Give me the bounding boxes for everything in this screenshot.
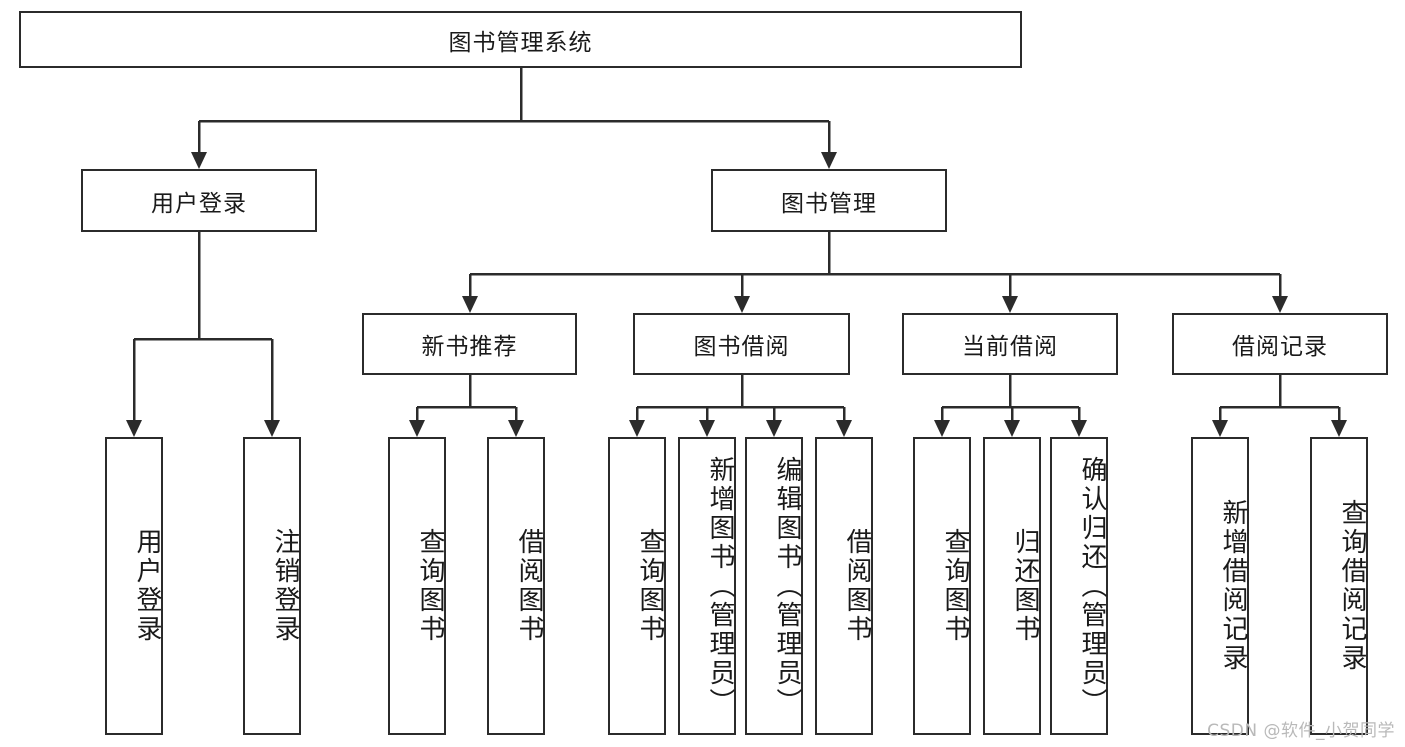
node-label: 查询图书 [940, 528, 970, 644]
node-label: 归还图书 [1010, 528, 1040, 644]
arrowhead-leaf-query-book-2 [629, 420, 645, 437]
arrowhead-leaf-query-book-3 [934, 420, 950, 437]
node-leaf-add-record[interactable]: 新增借阅记录 [1191, 437, 1249, 735]
arrowhead-leaf-user-login [126, 420, 142, 437]
node-leaf-query-book-2[interactable]: 查询图书 [608, 437, 666, 735]
node-book-manage[interactable]: 图书管理 [711, 169, 947, 232]
arrowhead-leaf-logout [264, 420, 280, 437]
node-label: 图书管理系统 [448, 29, 593, 56]
arrowhead-leaf-return-book [1004, 420, 1020, 437]
node-root[interactable]: 图书管理系统 [19, 11, 1022, 68]
node-label: 注销登录 [270, 528, 300, 644]
node-label: 新增借阅记录 [1218, 499, 1248, 673]
node-leaf-confirm-return[interactable]: 确认归还（管理员） [1050, 437, 1108, 735]
arrowhead-leaf-confirm-return [1071, 420, 1087, 437]
node-label: 图书管理 [781, 190, 877, 217]
node-leaf-borrow-book-2[interactable]: 借阅图书 [815, 437, 873, 735]
arrowhead-leaf-edit-book [766, 420, 782, 437]
node-book-borrow[interactable]: 图书借阅 [633, 313, 850, 375]
arrowhead-new-book-rec [462, 296, 478, 313]
node-label: 查询借阅记录 [1337, 499, 1367, 673]
node-new-book-rec[interactable]: 新书推荐 [362, 313, 577, 375]
node-leaf-logout[interactable]: 注销登录 [243, 437, 301, 735]
arrowhead-leaf-borrow-book-1 [508, 420, 524, 437]
node-label: 查询图书 [415, 528, 445, 644]
node-leaf-user-login[interactable]: 用户登录 [105, 437, 163, 735]
node-current-borrow[interactable]: 当前借阅 [902, 313, 1118, 375]
node-leaf-query-book-1[interactable]: 查询图书 [388, 437, 446, 735]
arrowhead-book-borrow [734, 296, 750, 313]
arrowhead-leaf-query-record [1331, 420, 1347, 437]
node-label: 借阅记录 [1232, 334, 1328, 360]
arrowhead-leaf-add-book [699, 420, 715, 437]
arrowhead-leaf-query-book-1 [409, 420, 425, 437]
node-leaf-query-record[interactable]: 查询借阅记录 [1310, 437, 1368, 735]
node-leaf-borrow-book-1[interactable]: 借阅图书 [487, 437, 545, 735]
arrowhead-leaf-borrow-book-2 [836, 420, 852, 437]
node-label: 借阅图书 [514, 528, 544, 644]
arrowhead-book-manage [821, 152, 837, 169]
node-label: 新增图书（管理员） [705, 455, 735, 717]
node-label: 编辑图书（管理员） [772, 455, 802, 717]
node-label: 用户登录 [151, 190, 247, 217]
arrowhead-borrow-record [1272, 296, 1288, 313]
node-label: 查询图书 [635, 528, 665, 644]
node-label: 当前借阅 [962, 334, 1058, 360]
node-label: 用户登录 [132, 528, 162, 644]
arrowhead-current-borrow [1002, 296, 1018, 313]
node-leaf-add-book[interactable]: 新增图书（管理员） [678, 437, 736, 735]
arrowhead-user-login [191, 152, 207, 169]
node-label: 新书推荐 [421, 334, 518, 360]
node-leaf-query-book-3[interactable]: 查询图书 [913, 437, 971, 735]
node-label: 借阅图书 [842, 528, 872, 644]
watermark-label: CSDN @软件_小贺同学 [1207, 721, 1395, 741]
arrowhead-leaf-add-record [1212, 420, 1228, 437]
node-leaf-return-book[interactable]: 归还图书 [983, 437, 1041, 735]
node-label: 确认归还（管理员） [1077, 455, 1107, 717]
node-label: 图书借阅 [693, 334, 790, 360]
node-leaf-edit-book[interactable]: 编辑图书（管理员） [745, 437, 803, 735]
node-borrow-record[interactable]: 借阅记录 [1172, 313, 1388, 375]
node-user-login[interactable]: 用户登录 [81, 169, 317, 232]
